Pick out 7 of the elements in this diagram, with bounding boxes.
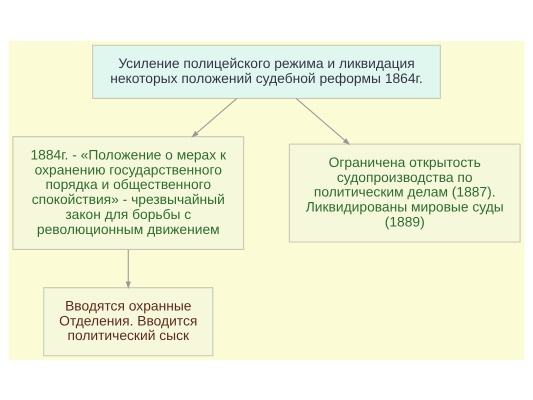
node-box: Вводятся охранные Отделения. Вводится политический сыск [43, 286, 214, 356]
node-box: Усиление полицейского режима и ликвидация некоторых положений судебной реформы 1864г. [92, 44, 441, 98]
node-box: 1884г. - «Положение о мерах к охранению государственного порядка и общественного спокойствия» - чрезвычайный закон для борьбы с революционным движением [12, 136, 244, 250]
arrow [126, 249, 131, 288]
arrow [191, 98, 238, 138]
arrow [296, 98, 350, 144]
node-box: Ограничена открытость судопроизводства по политическим делам (1887). Ликвидированы мировые суды (1889) [288, 143, 521, 242]
